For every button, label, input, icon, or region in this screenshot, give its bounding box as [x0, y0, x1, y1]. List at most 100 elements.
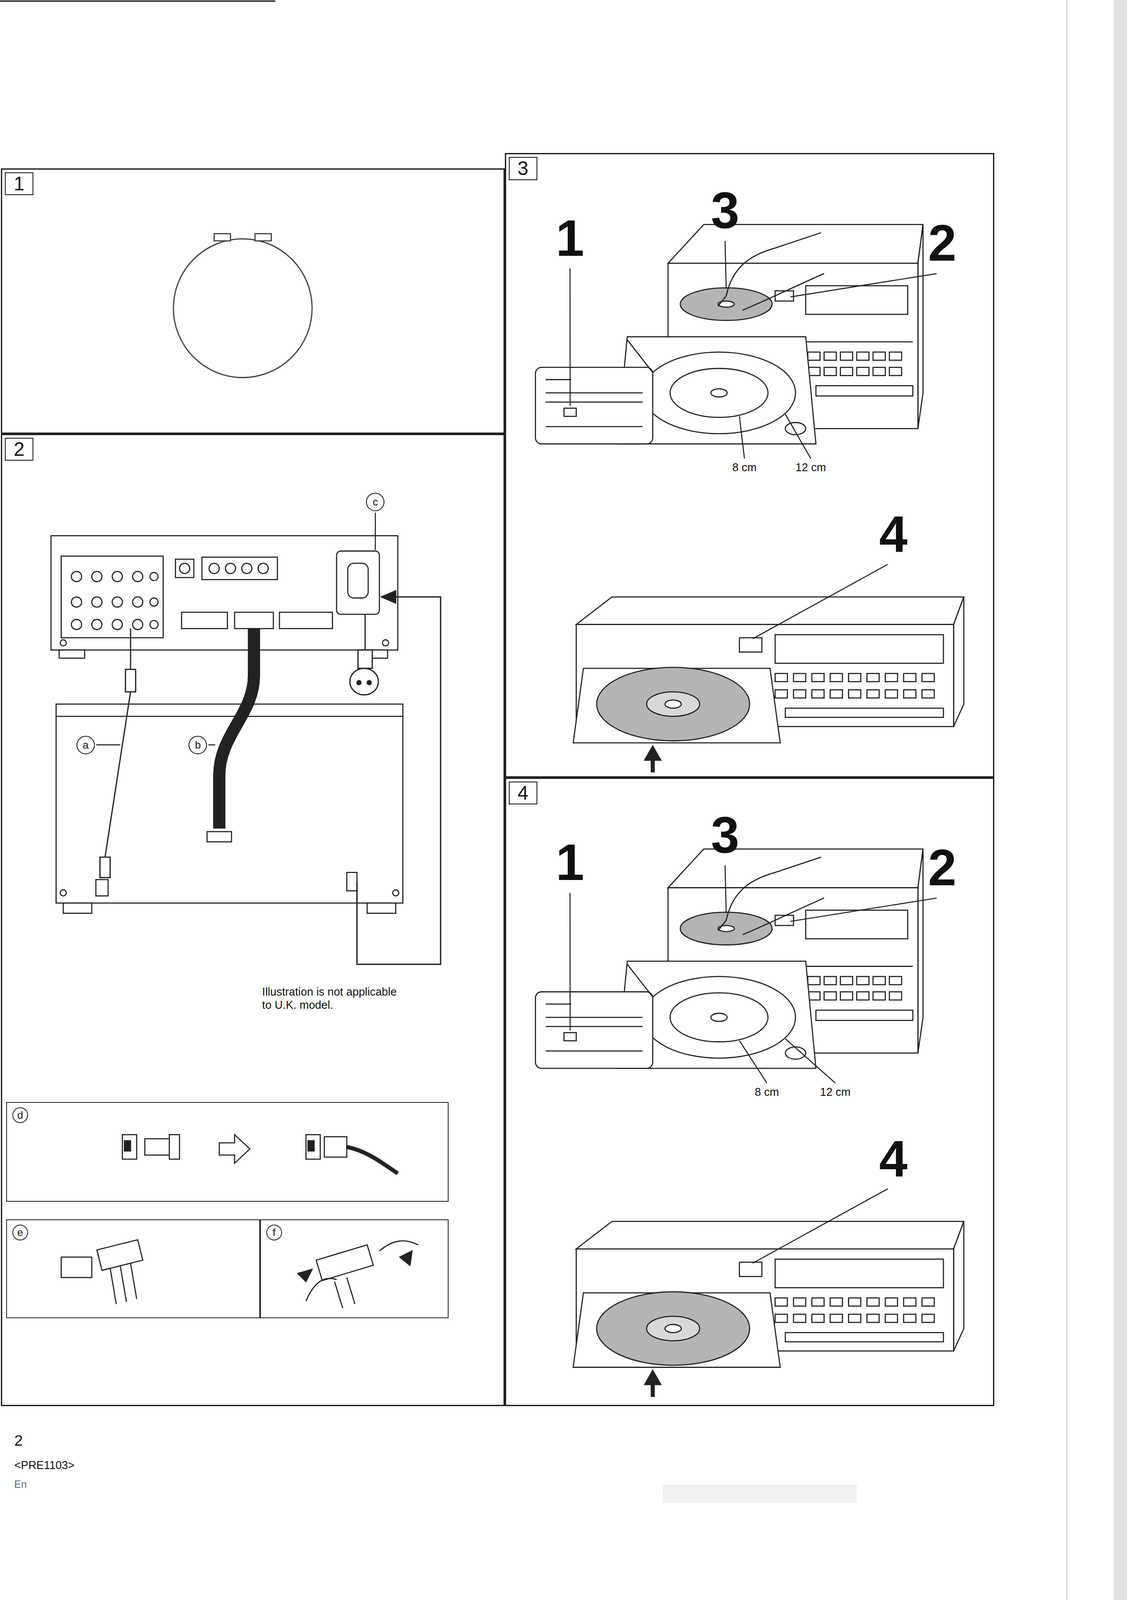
- label-slot: 4: [879, 1129, 908, 1188]
- leader-line: [785, 1038, 836, 1083]
- ribbon-connector-detail: [97, 1239, 143, 1270]
- receiver-rear-panel: [241, 562, 252, 573]
- leader-line: [724, 240, 727, 289]
- receiver-rear-panel: [179, 562, 190, 573]
- cd-unit-rear-panel: [392, 889, 399, 896]
- cd-unit-rear-panel: [346, 872, 357, 891]
- callout-letter: f: [266, 1224, 283, 1240]
- ribbon-connector-detail: [61, 1239, 143, 1304]
- label-slot: 1: [555, 833, 585, 892]
- optical-fiber-cable: [254, 233, 272, 241]
- receiver-rear-panel: [112, 596, 123, 607]
- receiver-rear-panel: [279, 612, 333, 629]
- note-text: 8 cm: [732, 460, 757, 474]
- callout-number: 3: [710, 181, 740, 240]
- detail-box: f: [260, 1218, 449, 1318]
- label-slot: 2: [14, 1431, 23, 1449]
- optical-fiber-cable: [213, 233, 231, 241]
- leader-line: [374, 512, 376, 550]
- receiver-rear-panel: [59, 649, 85, 659]
- receiver-rear-panel: [132, 596, 143, 607]
- connection-cords: [356, 680, 361, 685]
- callout-circle: b: [188, 735, 207, 754]
- label-slot: <PRE1103>: [14, 1458, 75, 1472]
- connector-cap-detail: [305, 1134, 320, 1159]
- connector-cap-detail: [219, 1134, 251, 1163]
- callout-letter: c: [372, 496, 378, 508]
- connector-cap-detail: [144, 1138, 170, 1155]
- connector-cap-detail: [124, 1140, 131, 1151]
- receiver-rear-panel: [209, 562, 220, 573]
- leader-line: [724, 865, 727, 914]
- connection-cords: [356, 596, 441, 964]
- receiver-rear-panel: [60, 639, 67, 646]
- connector-removal-detail: [297, 1240, 419, 1308]
- callout-number: 2: [927, 214, 957, 272]
- note-text: Illustration is not applicable to U.K. m…: [262, 985, 397, 1011]
- receiver-rear-panel: [91, 619, 102, 630]
- label-slot: En: [14, 1478, 27, 1490]
- receiver-rear-panel: [112, 571, 123, 582]
- panel-number: 3: [508, 156, 537, 180]
- note-text: 12 cm: [819, 1085, 851, 1098]
- connector-cap-detail: [324, 1136, 347, 1157]
- receiver-rear-panel: [149, 597, 159, 606]
- connector-removal-detail: [316, 1244, 374, 1280]
- connector-cap-detail: [122, 1134, 137, 1159]
- connection-cords: [349, 668, 379, 695]
- leader-line: [752, 564, 888, 639]
- receiver-rear-panel: [112, 619, 123, 630]
- receiver-rear-panel: [71, 619, 82, 630]
- optical-fiber-cable: [173, 238, 313, 378]
- label-slot: 2: [927, 213, 957, 273]
- note-text: En: [14, 1478, 27, 1490]
- connection-cords: [364, 614, 367, 650]
- leader-line: [790, 273, 937, 297]
- connection-cords: [99, 856, 110, 877]
- panel-number: 1: [4, 172, 33, 196]
- receiver-rear-panel: [71, 596, 82, 607]
- optical-fiber-cable: [173, 233, 313, 378]
- callout-letter: b: [195, 739, 201, 751]
- connection-cords: [367, 680, 372, 685]
- label-slot: 12 cm: [795, 460, 827, 474]
- panel-number: 4: [508, 781, 537, 805]
- receiver-rear-panel: [181, 612, 228, 629]
- label-slot: 8 cm: [732, 460, 757, 474]
- connector-cap-detail: [346, 1146, 398, 1173]
- receiver-rear-panel: [91, 571, 102, 582]
- note-text: 2: [14, 1431, 23, 1449]
- cd-unit-rear-panel: [95, 879, 109, 896]
- note-text: <PRE1103>: [14, 1458, 75, 1471]
- connection-cords: [125, 669, 136, 692]
- receiver-rear-panel: [61, 555, 164, 638]
- label-slot: Illustration is not applicable to U.K. m…: [262, 985, 408, 1012]
- label-slot: 3: [710, 805, 740, 865]
- leader-line: [569, 268, 571, 406]
- detail-box: d: [6, 1101, 449, 1202]
- cd-unit-rear-panel: [56, 715, 403, 717]
- callout-number: 1: [555, 209, 585, 267]
- receiver-rear-panel: [50, 535, 398, 659]
- page-edge-marks: [1113, 0, 1127, 1600]
- leader-line: [785, 413, 811, 459]
- leader-line: [208, 743, 215, 745]
- receiver-rear-panel: [149, 572, 159, 581]
- connection-cords: [381, 590, 396, 603]
- label-slot: 3: [710, 181, 740, 240]
- cd-unit-rear-panel: [206, 831, 232, 842]
- connector-removal-detail: [297, 1268, 312, 1282]
- receiver-rear-panel: [225, 562, 236, 573]
- callout-circle: c: [366, 492, 385, 511]
- connector-removal-detail: [305, 1240, 418, 1308]
- receiver-rear-panel: [257, 562, 269, 573]
- cd-player-drawing: [535, 848, 964, 1397]
- receiver-rear-panel: [347, 562, 369, 598]
- connection-cords: [105, 691, 131, 857]
- callout-number: 4: [879, 1129, 908, 1187]
- receiver-rear-panel: [71, 571, 82, 582]
- connector-removal-detail: [399, 1250, 413, 1265]
- figure-panel: 1: [0, 168, 505, 434]
